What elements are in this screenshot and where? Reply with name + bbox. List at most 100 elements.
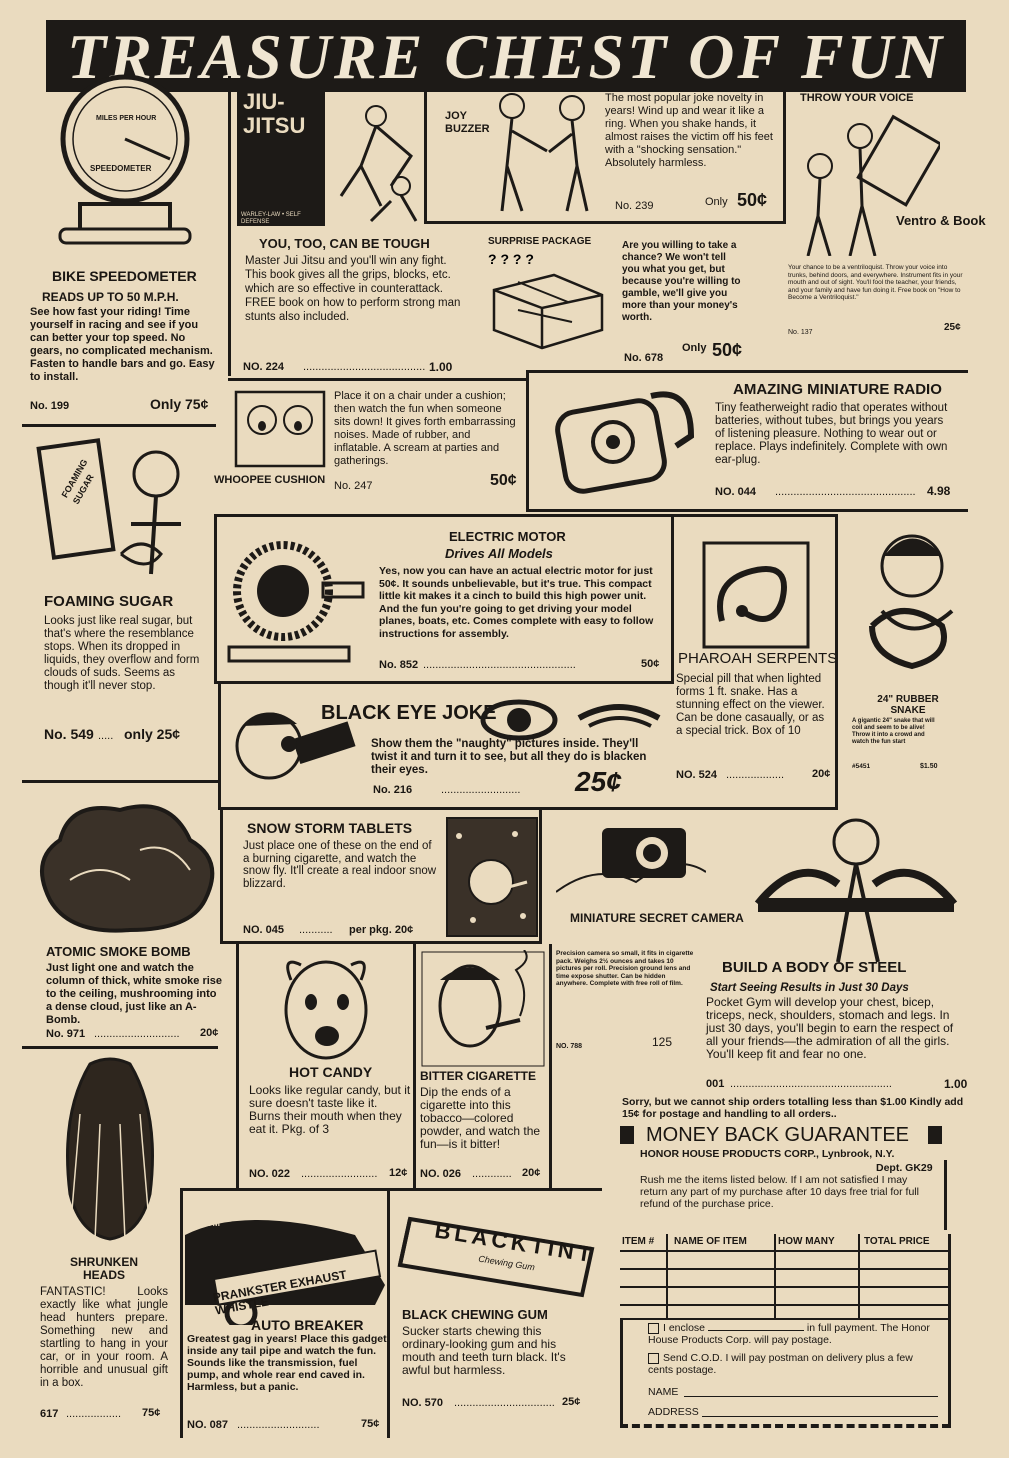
order-instructions: Rush me the items listed below. If I am … (640, 1174, 919, 1210)
body-price: 1.00 (944, 1077, 968, 1091)
whoopee-description: Place it on a chair under a cushion; the… (334, 390, 516, 467)
jiujitsu-number: NO. 224 (243, 361, 284, 373)
ad-electric-motor: ELECTRIC MOTOR Drives All Models Yes, no… (214, 514, 674, 684)
speedometer-price: Only 75¢ (150, 396, 209, 412)
surprise-number: No. 678 (624, 352, 664, 364)
car-illustration (185, 1220, 385, 1325)
camera-description: Precision camera so small, it fits in ci… (556, 950, 694, 987)
radio-price: 4.98 (927, 484, 951, 498)
black-eye-title: BLACK EYE JOKE (321, 702, 497, 724)
banner: TREASURE CHEST OF FUN (46, 20, 966, 92)
smoke-bomb-description: Just light one and watch the column of t… (46, 962, 223, 1026)
ventriloquist-illustration (806, 114, 940, 256)
serpent-illustration (702, 541, 810, 649)
ad-pharoah-serpents: PHAROAH SERPENTS Special pill that when … (672, 514, 838, 810)
speedometer-subtitle: READS UP TO 50 M.P.H. (42, 290, 179, 304)
jiujitsu-description: Master Jui Jitsu and you'll win any figh… (245, 255, 461, 323)
bitter-cig-title: BITTER CIGARETTE (420, 1069, 536, 1083)
motor-subtitle: Drives All Models (445, 546, 553, 561)
jiujitsu-price: 1.00 (429, 360, 453, 374)
ventro-number: No. 137 (788, 329, 813, 336)
camera-title: MINIATURE SECRET CAMERA (570, 911, 744, 925)
enclose-prefix: I enclose (663, 1322, 706, 1334)
gum-price: 25¢ (562, 1396, 581, 1408)
enclose-amount-field[interactable] (707, 1330, 804, 1331)
telescope-illustration (235, 712, 356, 780)
joy-buzzer-label: JOY BUZZER (445, 110, 490, 135)
snake-number: #5451 (852, 763, 871, 770)
speedometer-description: See how fast your riding! Time yourself … (30, 306, 215, 383)
address-field[interactable] (702, 1416, 938, 1417)
name-field[interactable] (684, 1396, 938, 1397)
ventro-label: Ventro & Book (896, 213, 986, 228)
serpents-title: PHAROAH SERPENTS (678, 650, 838, 667)
serpents-number: NO. 524 (676, 769, 717, 781)
bitter-cig-description: Dip the ends of a cigarette into this to… (420, 1085, 541, 1151)
sugar-number: No. 549 (44, 726, 94, 742)
banner-title: TREASURE CHEST OF FUN (66, 21, 946, 92)
speedometer-illustration (58, 74, 192, 245)
jiujitsu-book-title: JIU-JITSU (243, 89, 306, 138)
radio-number: NO. 044 (715, 486, 756, 498)
camera-price: 125 (652, 1035, 673, 1049)
strongman-illustration (754, 818, 958, 962)
order-heading: MONEY BACK GUARANTEE (646, 1124, 910, 1146)
surprise-price-prefix: Only (682, 342, 707, 354)
surprise-description: Are you willing to take a chance? We won… (622, 240, 741, 323)
auto-breaker-description: Greatest gag in years! Place this gadget… (187, 1333, 387, 1393)
ventro-description: Your chance to be a ventriloquist. Throw… (788, 264, 963, 301)
hot-candy-title: HOT CANDY (289, 1064, 373, 1080)
cod-checkbox[interactable] (648, 1352, 659, 1364)
snake-description: A gigantic 24" snake that will coil and … (852, 718, 935, 745)
gum-title: BLACK CHEWING GUM (402, 1307, 548, 1322)
snow-storm-number: NO. 045 (243, 924, 284, 936)
surprise-title: SURPRISE PACKAGE (488, 236, 592, 247)
bitter-cig-price: 20¢ (522, 1167, 541, 1179)
ad-black-chewing-gum: BLACKTINT Chewing Gum BLACK CHEWING GUM … (390, 1188, 602, 1438)
shrunken-head-illustration (66, 1057, 154, 1241)
hot-candy-number: NO. 022 (249, 1168, 290, 1180)
motor-number: No. 852 (379, 659, 419, 671)
eyes-illustration (480, 699, 661, 741)
snow-storm-title: SNOW STORM TABLETS (247, 820, 413, 836)
speedometer-title: BIKE SPEEDOMETER (52, 268, 197, 284)
serpents-price: 20¢ (812, 768, 831, 780)
hot-candy-description: Looks like regular candy, but it sure do… (249, 1083, 411, 1136)
jiujitsu-book-caption: WARLEY-LAW • SELF DEFENSE (241, 212, 301, 225)
whoopee-number: No. 247 (334, 480, 373, 492)
enclose-checkbox[interactable] (648, 1322, 659, 1334)
ventro-title: THROW YOUR VOICE (800, 92, 914, 104)
ad-hot-candy: HOT CANDY Looks like regular candy, but … (236, 944, 416, 1188)
motor-title: ELECTRIC MOTOR (449, 529, 566, 544)
sugar-title: FOAMING SUGAR (44, 593, 174, 610)
black-eye-price: 25¢ (575, 766, 622, 797)
snow-illustration (446, 817, 538, 937)
smoke-bomb-title: ATOMIC SMOKE BOMB (46, 944, 191, 959)
radio-title: AMAZING MINIATURE RADIO (733, 381, 942, 398)
body-number: 001 (706, 1078, 725, 1090)
gum-pack-illustration (397, 1216, 595, 1298)
speedometer-dial-top: MILES PER HOUR (96, 115, 157, 122)
gum-description: Sucker starts chewing this ordinary-look… (402, 1324, 566, 1377)
joy-buzzer-number: No. 239 (615, 200, 654, 212)
order-company: HONOR HOUSE PRODUCTS CORP., Lynbrook, N.… (640, 1148, 895, 1160)
shrunken-title: SHRUNKEN HEADS (69, 1255, 138, 1282)
smoke-cloud-illustration (40, 804, 215, 933)
enclose-suffix: in full payment. The Honor House Product… (648, 1322, 930, 1346)
svg-text:? ? ? ?: ? ? ? ? (488, 251, 534, 267)
camera-number: NO. 788 (556, 1043, 583, 1050)
black-eye-description: Show them the "naughty" pictures inside.… (371, 738, 647, 776)
order-col-name: NAME OF ITEM (674, 1236, 747, 1247)
snake-price: $1.50 (920, 763, 938, 770)
ad-joy-buzzer: JOY BUZZER The most popular joke novelty… (424, 76, 786, 224)
snow-storm-description: Just place one of these on the end of a … (243, 840, 437, 890)
smoker-illustration (421, 950, 545, 1067)
address-label: ADDRESS (648, 1406, 699, 1418)
jiujitsu-book-cover (237, 81, 325, 226)
body-title: BUILD A BODY OF STEEL (722, 959, 907, 976)
shrunken-description: FANTASTIC! Looks exactly like what jungl… (40, 1286, 168, 1389)
speedometer-number: No. 199 (30, 400, 70, 412)
snake-title: 24" RUBBER SNAKE (877, 694, 939, 716)
hot-candy-illustration (284, 960, 368, 1060)
cod-text: Send C.O.D. I will pay postman on delive… (648, 1352, 913, 1376)
